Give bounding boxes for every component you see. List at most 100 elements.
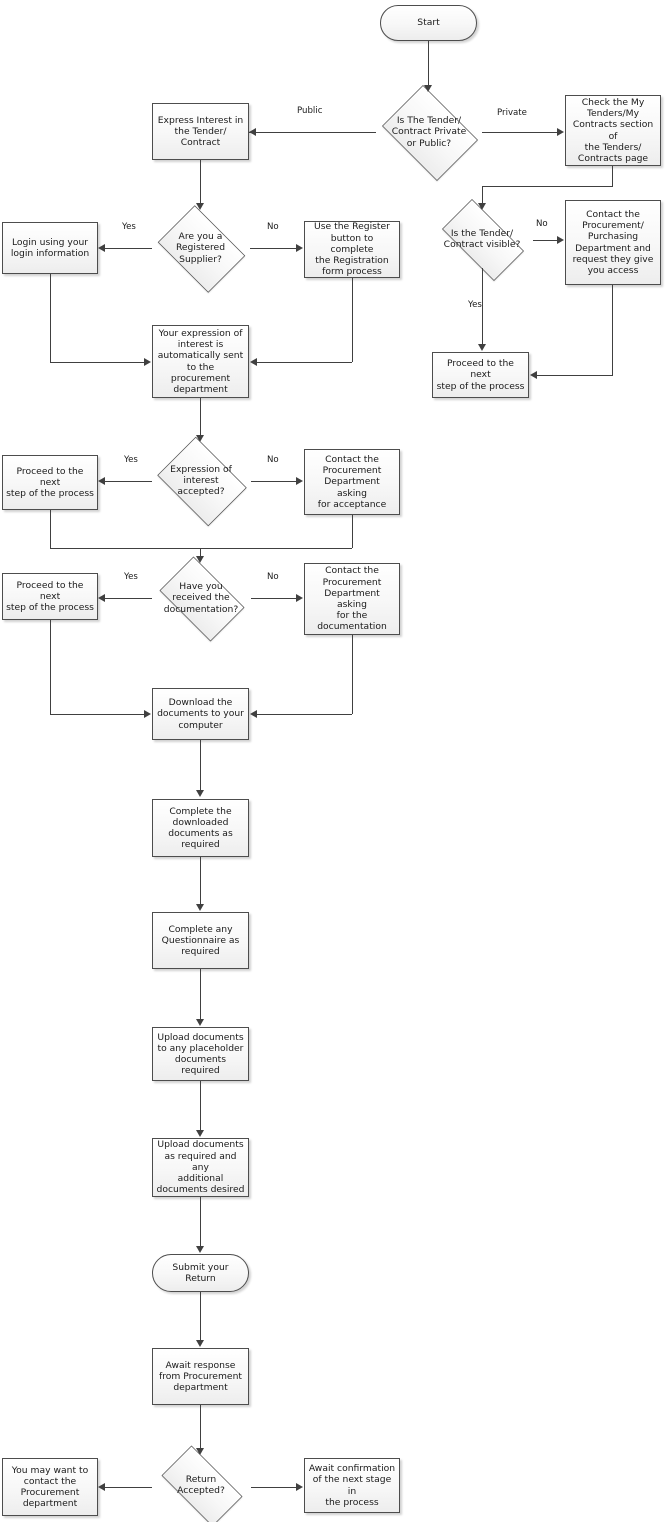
edge-contact-docs-left xyxy=(257,714,352,715)
node-contact-for-documentation[interactable]: Contact the Procurement Department askin… xyxy=(304,563,400,635)
node-await-confirmation[interactable]: Await confirmation of the next stage in … xyxy=(304,1458,400,1513)
edge-purchasing-left xyxy=(537,375,613,376)
arrow-down xyxy=(196,203,204,210)
edge-proceed-eoi-down xyxy=(50,510,51,548)
edge-visible-no xyxy=(533,240,559,241)
edge-contact-accept-left xyxy=(200,548,352,549)
node-await-response-label: Await response from Procurement departme… xyxy=(158,1359,242,1394)
arrow-right xyxy=(296,244,303,252)
edge-download-to-complete xyxy=(200,740,201,791)
arrow-down xyxy=(196,1019,204,1026)
node-expression-accepted[interactable]: Expression of interest accepted? xyxy=(151,436,251,527)
node-may-contact-procurement-label: You may want to contact the Procurement … xyxy=(11,1464,89,1510)
edge-registered-yes xyxy=(105,248,152,249)
node-contact-purchasing-label: Contact the Procurement/ Purchasing Depa… xyxy=(572,208,654,276)
node-download-documents-label: Download the documents to your computer xyxy=(157,697,244,731)
node-start[interactable]: Start xyxy=(380,5,477,41)
arrow-right xyxy=(557,236,564,244)
edge-label-eoi-no: No xyxy=(267,455,279,465)
edge-to-received xyxy=(200,548,201,557)
arrow-right xyxy=(296,1483,303,1491)
edge-registered-no xyxy=(250,248,298,249)
arrow-right xyxy=(144,710,151,718)
node-contact-for-acceptance-label: Contact the Procurement Department askin… xyxy=(317,453,387,510)
node-return-accepted[interactable]: Return Accepted? xyxy=(151,1445,251,1522)
node-submit-return[interactable]: Submit your Return xyxy=(152,1254,249,1292)
edge-purchasing-down xyxy=(612,285,613,375)
edge-private xyxy=(482,132,559,133)
node-proceed-next-step-private[interactable]: Proceed to the next step of the process xyxy=(432,352,529,398)
arrow-down xyxy=(196,435,204,442)
node-received-documentation-label: Have you received the documentation? xyxy=(163,581,239,615)
arrow-left xyxy=(530,371,537,379)
node-received-documentation[interactable]: Have you received the documentation? xyxy=(151,556,251,642)
node-contact-for-acceptance[interactable]: Contact the Procurement Department askin… xyxy=(304,449,400,515)
node-expression-sent-label: Your expression of interest is automatic… xyxy=(157,327,244,395)
node-registered-supplier-label: Are you a Registered Supplier? xyxy=(175,231,226,265)
node-complete-questionnaire[interactable]: Complete any Questionnaire as required xyxy=(152,912,249,969)
node-contact-purchasing[interactable]: Contact the Procurement/ Purchasing Depa… xyxy=(565,200,661,285)
edge-contact-docs-down xyxy=(352,635,353,714)
node-may-contact-procurement[interactable]: You may want to contact the Procurement … xyxy=(2,1458,98,1516)
edge-visible-yes xyxy=(482,268,483,345)
arrow-down xyxy=(196,1448,204,1455)
node-proceed-next-step-eoi[interactable]: Proceed to the next step of the process xyxy=(2,455,98,510)
arrow-down xyxy=(196,556,204,563)
node-tender-private-or-public-label: Is The Tender/ Contract Private or Publi… xyxy=(391,115,467,149)
arrow-right xyxy=(296,477,303,485)
edge-docs-no xyxy=(251,598,298,599)
node-await-confirmation-label: Await confirmation of the next stage in … xyxy=(308,1463,396,1508)
node-contact-for-documentation-label: Contact the Procurement Department askin… xyxy=(317,565,387,633)
edge-label-public: Public xyxy=(297,106,323,116)
edge-proceed-docs-down xyxy=(50,620,51,714)
arrow-down xyxy=(478,203,486,210)
node-upload-additional[interactable]: Upload documents as required and any add… xyxy=(152,1138,249,1197)
arrow-left xyxy=(250,710,257,718)
node-complete-downloaded[interactable]: Complete the downloaded documents as req… xyxy=(152,799,249,857)
node-use-register-button[interactable]: Use the Register button to complete the … xyxy=(304,221,400,278)
node-download-documents[interactable]: Download the documents to your computer xyxy=(152,688,249,740)
edge-upload-to-additional xyxy=(200,1081,201,1131)
node-upload-placeholder[interactable]: Upload documents to any placeholder docu… xyxy=(152,1027,249,1081)
edge-label-registered-yes: Yes xyxy=(122,222,136,232)
edge-check-down xyxy=(612,166,613,186)
node-registered-supplier[interactable]: Are you a Registered Supplier? xyxy=(151,205,250,293)
edge-additional-to-submit xyxy=(200,1197,201,1247)
edge-questionnaire-to-upload xyxy=(200,969,201,1020)
node-await-response[interactable]: Await response from Procurement departme… xyxy=(152,1348,249,1405)
edge-label-visible-no: No xyxy=(536,219,548,229)
node-submit-return-label: Submit your Return xyxy=(172,1261,229,1284)
edge-public xyxy=(249,132,376,133)
node-tender-private-or-public[interactable]: Is The Tender/ Contract Private or Publi… xyxy=(375,85,483,181)
arrow-left xyxy=(250,358,257,366)
node-tender-visible[interactable]: Is the Tender/ Contract visible? xyxy=(431,199,533,281)
edge-register-down xyxy=(352,278,353,362)
edge-await-to-return xyxy=(200,1405,201,1449)
edge-expression-to-accepted xyxy=(200,398,201,436)
arrow-left xyxy=(98,244,105,252)
node-login[interactable]: Login using your login information xyxy=(2,222,98,274)
edge-start-to-decision xyxy=(428,41,429,86)
node-proceed-next-step-eoi-label: Proceed to the next step of the process xyxy=(6,465,94,500)
edge-label-visible-yes: Yes xyxy=(468,300,482,310)
node-expression-sent[interactable]: Your expression of interest is automatic… xyxy=(152,325,249,398)
node-check-my-tenders[interactable]: Check the My Tenders/My Contracts sectio… xyxy=(565,95,661,166)
edge-eoi-no xyxy=(251,481,298,482)
arrow-right xyxy=(296,594,303,602)
edge-express-to-registered xyxy=(200,160,201,205)
arrow-down xyxy=(196,1340,204,1347)
node-proceed-next-step-docs[interactable]: Proceed to the next step of the process xyxy=(2,573,98,620)
edge-label-eoi-yes: Yes xyxy=(124,455,138,465)
edge-proceed-docs-right xyxy=(50,714,145,715)
arrow-left xyxy=(98,477,105,485)
edge-login-down xyxy=(50,274,51,362)
node-complete-downloaded-label: Complete the downloaded documents as req… xyxy=(168,805,233,851)
edge-label-docs-yes: Yes xyxy=(124,572,138,582)
edge-complete-to-questionnaire xyxy=(200,857,201,905)
edge-return-no xyxy=(105,1487,152,1488)
arrow-down xyxy=(196,790,204,797)
node-express-interest[interactable]: Express Interest in the Tender/ Contract xyxy=(152,103,249,160)
node-proceed-next-step-private-label: Proceed to the next step of the process xyxy=(436,358,525,392)
node-tender-visible-label: Is the Tender/ Contract visible? xyxy=(443,227,521,250)
